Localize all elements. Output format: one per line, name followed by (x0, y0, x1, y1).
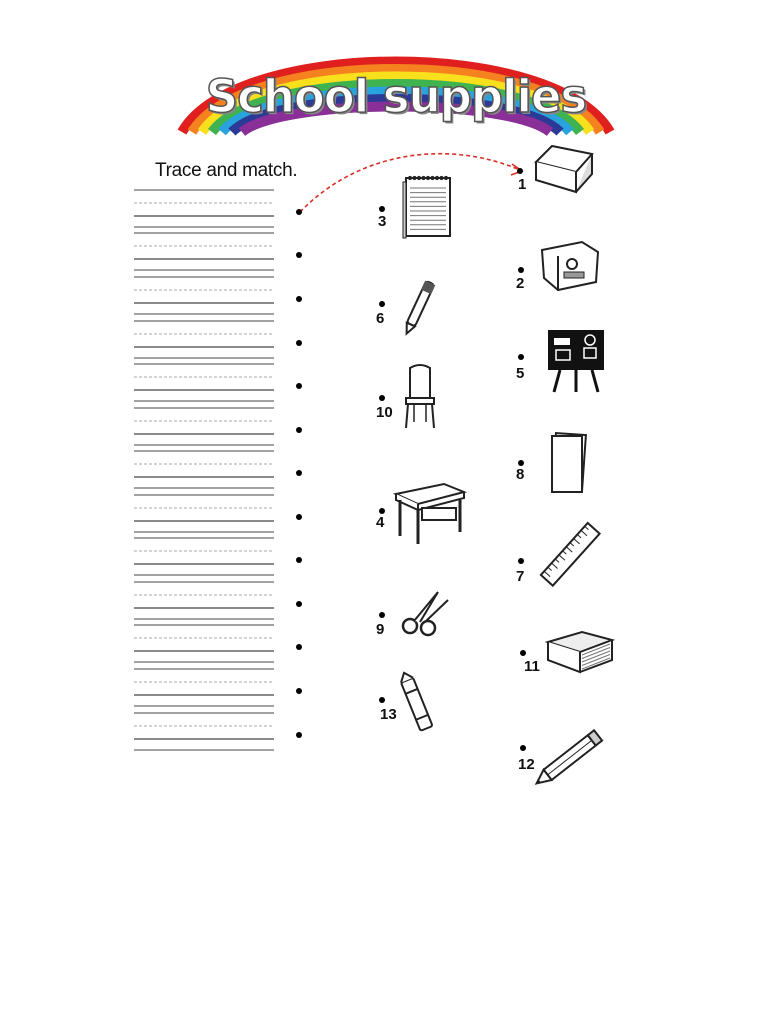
handwriting-lines (134, 276, 274, 315)
word-match-dot[interactable] (296, 427, 302, 433)
picture-match-dot[interactable] (518, 558, 524, 564)
picture-match-dot[interactable] (520, 745, 526, 751)
word-match-dot[interactable] (296, 514, 302, 520)
handwriting-lines (134, 668, 274, 707)
picture-match-dot[interactable] (379, 206, 385, 212)
word-row (110, 537, 310, 581)
word-row (110, 624, 310, 668)
handwriting-lines (134, 581, 274, 620)
picture-number: 9 (376, 621, 385, 638)
word-row (110, 320, 310, 364)
word-row (110, 668, 310, 712)
picture-match-dot[interactable] (379, 301, 385, 307)
picture-number: 6 (376, 310, 385, 327)
picture-number: 2 (516, 275, 525, 292)
picture-number: 10 (376, 404, 393, 421)
crayon-icon (398, 670, 438, 747)
chair-icon (400, 362, 440, 437)
blackboard-icon (546, 328, 606, 399)
handwriting-lines (134, 537, 274, 576)
word-match-dot[interactable] (296, 209, 302, 215)
word-row (110, 450, 310, 494)
rainbow-banner (177, 56, 615, 136)
eraser-icon (530, 140, 598, 203)
picture-match-dot[interactable] (379, 697, 385, 703)
handwriting-lines (134, 320, 274, 359)
picture-match-dot[interactable] (379, 508, 385, 514)
picture-number: 5 (516, 365, 525, 382)
word-match-dot[interactable] (296, 601, 302, 607)
pen-icon (398, 276, 438, 345)
picture-number: 13 (380, 706, 397, 723)
picture-number: 7 (516, 568, 525, 585)
ruler-icon (538, 520, 604, 595)
word-match-dot[interactable] (296, 688, 302, 694)
handwriting-lines (134, 363, 274, 402)
picture-match-dot[interactable] (379, 612, 385, 618)
picture-match-dot[interactable] (518, 460, 524, 466)
word-match-dot[interactable] (296, 644, 302, 650)
scissors-icon (398, 586, 452, 643)
word-row (110, 363, 310, 407)
word-row (110, 581, 310, 625)
word-match-dot[interactable] (296, 340, 302, 346)
word-match-dot[interactable] (296, 732, 302, 738)
picture-number: 12 (518, 756, 535, 773)
picture-number: 3 (378, 213, 387, 230)
picture-match-dot[interactable] (517, 168, 523, 174)
picture-number: 4 (376, 514, 385, 531)
picture-match-dot[interactable] (520, 650, 526, 656)
handwriting-lines (134, 450, 274, 489)
desk-icon (392, 478, 468, 553)
word-row (110, 232, 310, 276)
word-match-dot[interactable] (296, 557, 302, 563)
word-row (110, 276, 310, 320)
word-row (110, 407, 310, 451)
handwriting-lines (134, 407, 274, 446)
word-row (110, 189, 310, 233)
page-title: School supplies (205, 69, 588, 124)
picture-number: 8 (516, 466, 525, 483)
picture-match-dot[interactable] (518, 267, 524, 273)
handwriting-lines (134, 712, 274, 751)
handwriting-lines (134, 189, 274, 228)
handwriting-lines (134, 494, 274, 533)
sharpener-icon (538, 236, 602, 299)
notebook-icon (400, 172, 454, 245)
picture-number: 11 (524, 658, 540, 675)
pencil-icon (530, 726, 610, 795)
word-match-dot[interactable] (296, 470, 302, 476)
word-match-dot[interactable] (296, 252, 302, 258)
word-match-dot[interactable] (296, 296, 302, 302)
handwriting-lines (134, 232, 274, 271)
book-icon (544, 624, 616, 685)
picture-match-dot[interactable] (379, 395, 385, 401)
paper-icon (546, 430, 590, 501)
word-row (110, 494, 310, 538)
word-match-dot[interactable] (296, 383, 302, 389)
handwriting-lines (134, 624, 274, 663)
word-row (110, 712, 310, 756)
instruction-text: Trace and match. (155, 160, 298, 181)
picture-number: 1 (518, 176, 527, 193)
picture-match-dot[interactable] (518, 354, 524, 360)
